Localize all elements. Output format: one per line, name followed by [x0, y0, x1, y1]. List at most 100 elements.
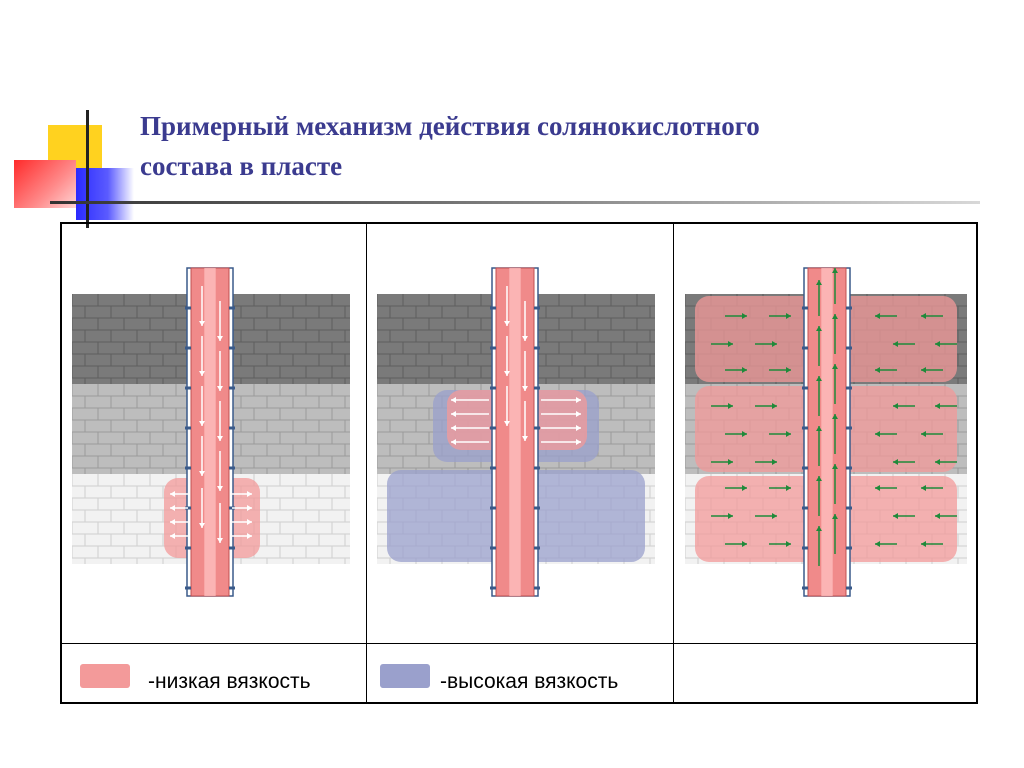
flow-arrow-in — [725, 431, 747, 437]
flow-arrow-down — [199, 386, 205, 426]
arrow-head — [728, 341, 733, 347]
flow-arrow-in — [769, 485, 791, 491]
column-divider-2 — [673, 222, 674, 704]
arrow-head — [875, 485, 880, 491]
flow-arrow-in — [711, 403, 733, 409]
arrow-head — [576, 425, 581, 431]
arrow-head — [816, 426, 822, 431]
arrow-head — [772, 513, 777, 519]
flow-arrow-in — [935, 403, 957, 409]
flow-arrow-in — [711, 341, 733, 347]
arrow-head — [921, 367, 926, 373]
flow-arrow-down — [217, 451, 223, 491]
pipe-highlight — [509, 268, 521, 596]
flow-arrow-in — [893, 459, 915, 465]
flow-arrow-up — [832, 514, 838, 554]
flow-arrow-in — [935, 513, 957, 519]
flow-arrow-in — [755, 403, 777, 409]
flow-arrow-out — [232, 505, 252, 511]
flow-arrow-down — [217, 503, 223, 543]
arrow-head — [816, 476, 822, 481]
flow-arrow-down — [199, 286, 205, 326]
arrow-head — [217, 386, 223, 391]
arrow-head — [786, 313, 791, 319]
legend-label-high-viscosity: -высокая вязкость — [440, 670, 619, 693]
flow-arrow-down — [504, 386, 510, 426]
arrow-head — [786, 367, 791, 373]
pipe-highlight — [204, 268, 216, 596]
flow-arrow-in — [875, 541, 897, 547]
arrow-head — [199, 523, 205, 528]
diagram-table — [60, 222, 978, 704]
legend-swatch-low-viscosity — [80, 664, 130, 688]
flow-arrow-in — [769, 313, 791, 319]
arrow-head — [935, 459, 940, 465]
arrow-head — [816, 376, 822, 381]
flow-arrow-down — [522, 301, 528, 341]
flow-arrow-down — [199, 436, 205, 476]
flow-arrow-up — [816, 376, 822, 416]
flow-arrow-out — [451, 411, 489, 417]
arrow-head — [935, 513, 940, 519]
arrow-head — [875, 367, 880, 373]
arrow-head — [728, 403, 733, 409]
flow-arrow-in — [725, 313, 747, 319]
arrow-head — [522, 386, 528, 391]
flow-arrow-out — [451, 425, 489, 431]
arrow-head — [893, 341, 898, 347]
flow-arrow-in — [875, 313, 897, 319]
well-pipe — [185, 267, 235, 597]
arrow-head — [199, 321, 205, 326]
slide-title: Примерный механизм действия солянокислот… — [140, 106, 980, 186]
arrow-head — [504, 321, 510, 326]
arrow-head — [772, 341, 777, 347]
flow-arrow-in — [725, 367, 747, 373]
flow-arrow-in — [921, 313, 943, 319]
flow-arrow-down — [217, 401, 223, 441]
flow-arrow-down — [217, 301, 223, 341]
arrow-head — [816, 280, 822, 285]
slide-title-line-1: Примерный механизм действия солянокислот… — [140, 111, 760, 141]
arrow-head — [742, 367, 747, 373]
arrow-head — [170, 519, 175, 525]
arrow-head — [875, 431, 880, 437]
flow-arrow-in — [755, 459, 777, 465]
flow-arrow-down — [504, 336, 510, 376]
flow-arrow-down — [522, 401, 528, 441]
arrow-head — [522, 336, 528, 341]
flow-arrow-out — [170, 519, 188, 525]
flow-arrow-up — [832, 464, 838, 504]
flow-arrow-out — [541, 397, 581, 403]
arrow-head — [832, 268, 838, 273]
legend-swatch-high-viscosity — [380, 664, 430, 688]
arrow-head — [576, 439, 581, 445]
arrow-head — [935, 403, 940, 409]
arrow-head — [832, 364, 838, 369]
flow-arrow-up — [832, 364, 838, 404]
arrow-head — [728, 513, 733, 519]
arrow-head — [522, 436, 528, 441]
arrow-head — [451, 425, 456, 431]
well-pipe — [490, 267, 540, 597]
arrow-head — [170, 491, 175, 497]
arrow-head — [893, 403, 898, 409]
arrow-head — [170, 505, 175, 511]
arrow-head — [921, 431, 926, 437]
flow-arrow-in — [935, 459, 957, 465]
flow-arrow-out — [232, 519, 252, 525]
flow-arrow-in — [769, 431, 791, 437]
arrow-head — [832, 414, 838, 419]
flow-arrow-up — [832, 414, 838, 454]
arrow-head — [576, 397, 581, 403]
flow-arrow-in — [921, 485, 943, 491]
flow-arrow-in — [875, 485, 897, 491]
arrow-head — [742, 485, 747, 491]
arrow-head — [199, 371, 205, 376]
flow-arrow-in — [893, 403, 915, 409]
column-divider-1 — [366, 222, 367, 704]
flow-arrow-down — [199, 336, 205, 376]
arrow-head — [786, 485, 791, 491]
flow-arrow-in — [711, 459, 733, 465]
arrow-head — [786, 431, 791, 437]
